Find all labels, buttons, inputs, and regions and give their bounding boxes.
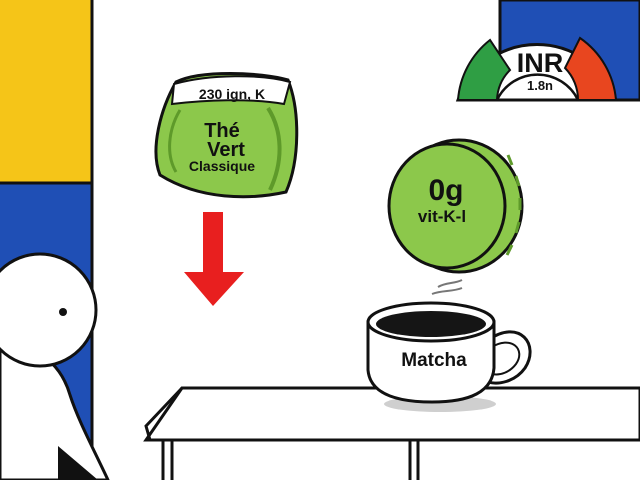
tea-bag-top-text: 230 ign, K xyxy=(199,86,265,102)
tea-bag-line3: Classique xyxy=(189,158,255,174)
table xyxy=(143,386,640,480)
coin-subtext: vit-K-l xyxy=(418,207,466,226)
gauge-green-segment xyxy=(456,38,512,101)
tea-bag-line2: Vert xyxy=(207,139,245,161)
cup-label: Matcha xyxy=(401,350,467,371)
gauge-panel: INR 1.8n xyxy=(455,0,640,102)
cup: Matcha xyxy=(366,301,532,412)
gauge-orange-segment xyxy=(563,36,618,101)
gauge-value: 1.8n xyxy=(527,78,553,93)
tea-bag: 230 ign, K Thé Vert Classique xyxy=(154,72,299,199)
person-figure xyxy=(0,252,110,480)
person-eye xyxy=(59,308,67,316)
coin-amount: 0g xyxy=(428,174,463,207)
down-arrow-icon xyxy=(184,212,244,306)
steam-icon xyxy=(431,279,463,295)
yellow-panel xyxy=(0,0,92,183)
coin: 0g vit-K-l xyxy=(387,138,524,274)
tea-bag-line1: Thé xyxy=(204,120,240,142)
gauge-currency: INR xyxy=(517,48,564,78)
